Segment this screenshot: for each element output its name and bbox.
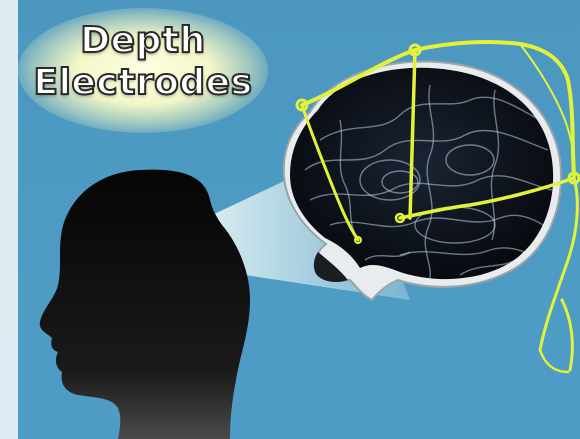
title-text: Depth Electrodes xyxy=(20,20,266,104)
title-line-2: Electrodes xyxy=(20,62,266,104)
left-edge-strip xyxy=(0,0,18,439)
title-line-1: Depth xyxy=(20,20,266,62)
